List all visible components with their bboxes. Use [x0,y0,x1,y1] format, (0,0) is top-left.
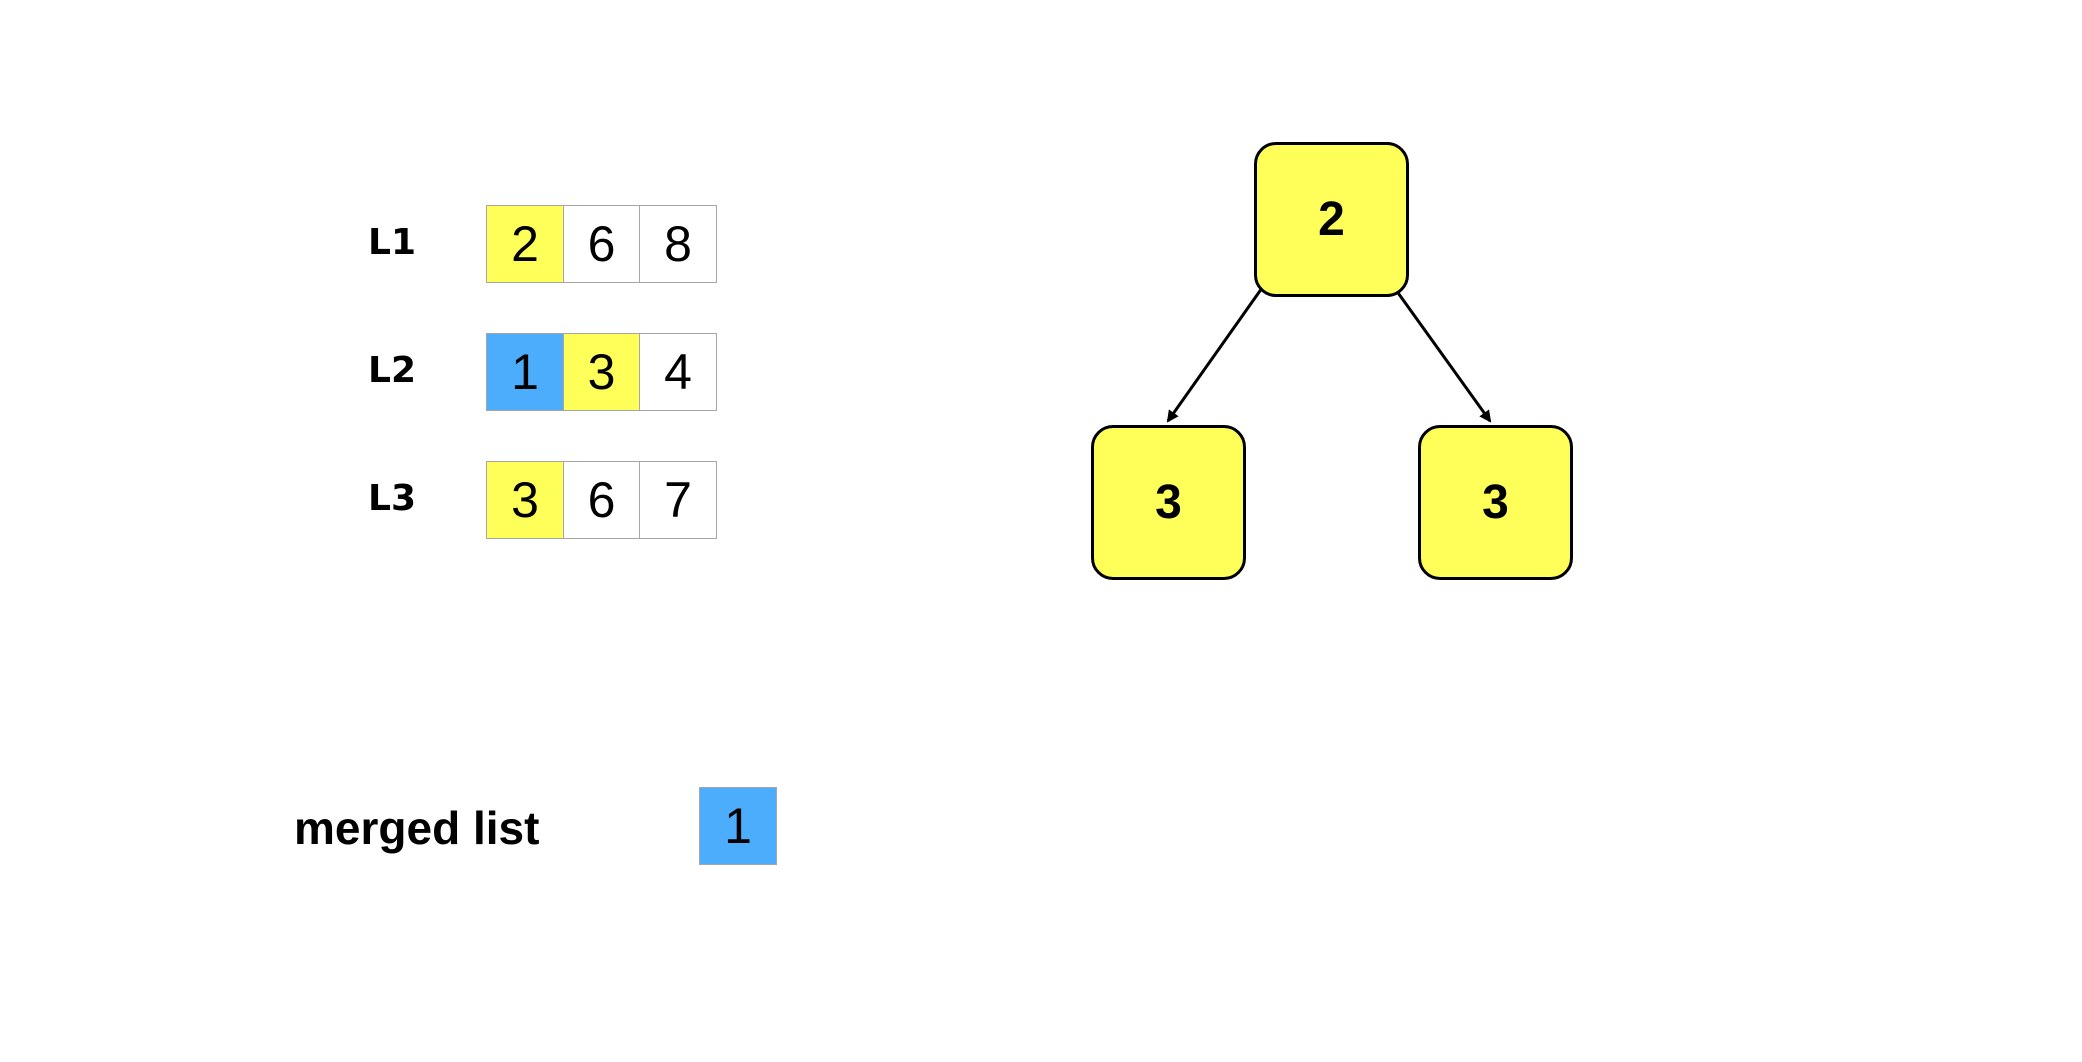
list-cell: 3 [562,333,641,411]
heap-node-right: 3 [1418,425,1573,580]
list-cell: 1 [486,333,564,411]
list-cell: 6 [562,205,641,283]
heap-node-left: 3 [1091,425,1246,580]
list-row-l3: 3 6 7 [486,461,717,539]
list-label-l1: L1 [368,222,416,263]
list-label-l2: L2 [368,350,416,391]
list-row-l2: 1 3 4 [486,333,717,411]
merged-list-label: merged list [294,802,540,854]
list-cell: 7 [639,461,717,539]
edge-root-left [1166,287,1264,423]
list-label-l3: L3 [368,478,416,519]
edge-root-right [1394,289,1492,423]
list-cell: 3 [486,461,564,539]
list-cell: 4 [639,333,717,411]
merged-list-row: 1 [699,787,777,865]
list-cell: 8 [639,205,717,283]
list-cell: 6 [562,461,641,539]
merged-cell: 1 [699,787,777,865]
heap-node-root: 2 [1254,142,1409,297]
list-row-l1: 2 6 8 [486,205,717,283]
